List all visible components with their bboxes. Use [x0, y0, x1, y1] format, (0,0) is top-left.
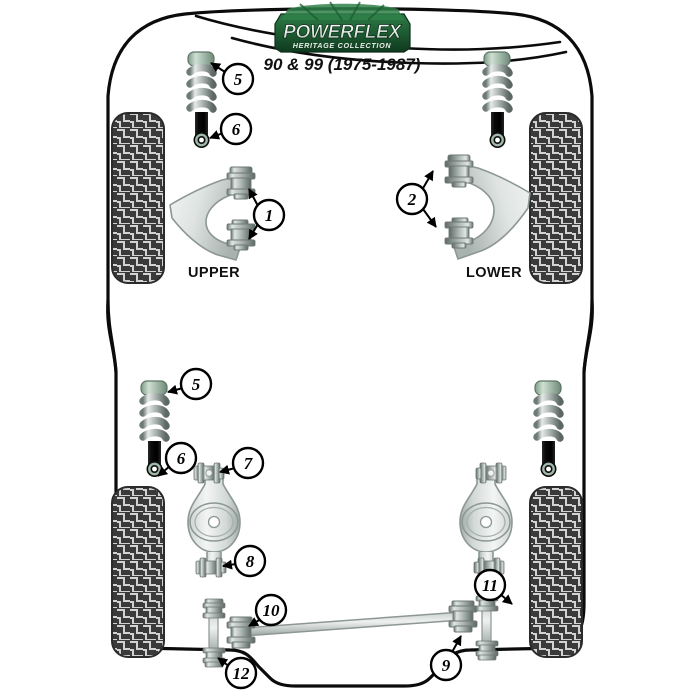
powerflex-logo: POWERFLEX HERITAGE COLLECTION	[274, 1, 411, 53]
callout-7[interactable]: 7	[219, 446, 265, 480]
callout-10[interactable]: 10	[248, 593, 288, 627]
callout-6-rear-label: 6	[177, 449, 186, 468]
drop-link-right-bottom-bushing	[475, 640, 499, 661]
callout-6-front-label: 6	[232, 120, 241, 139]
lower-arm-rear-bushing	[444, 217, 474, 249]
rear-left-trailing-arm	[187, 462, 241, 578]
callout-12[interactable]: 12	[217, 656, 258, 690]
rear-left-tire	[111, 486, 165, 658]
rear-right-trailing-arm	[459, 462, 513, 578]
callout-5-front-label: 5	[234, 70, 243, 89]
callout-2-label: 2	[407, 190, 417, 209]
callout-1-label: 1	[265, 206, 274, 225]
front-left-tire	[111, 112, 165, 284]
logo-main-text: POWERFLEX	[283, 22, 402, 43]
drop-link-left-bottom-bushing	[202, 647, 226, 668]
callout-6-front[interactable]: 6	[209, 112, 253, 146]
callout-11-label: 11	[482, 576, 498, 595]
panhard-right-bushing	[448, 600, 478, 633]
callout-12-label: 12	[233, 664, 251, 683]
drop-link-left-top-bushing	[202, 598, 226, 619]
trailing-arm-bottom-bushing-left	[195, 557, 227, 578]
callout-1[interactable]: 1	[248, 188, 286, 240]
panhard-left-bushing	[226, 616, 256, 649]
front-right-spring-shock	[482, 51, 513, 148]
callout-9-label: 9	[442, 656, 451, 675]
label-upper: UPPER	[188, 265, 240, 281]
callout-10-label: 10	[263, 601, 281, 620]
lower-arm-front-bushing	[444, 154, 474, 188]
callout-11[interactable]: 11	[473, 568, 513, 605]
callout-6-rear[interactable]: 6	[157, 441, 198, 477]
rear-right-spring-shock	[533, 380, 564, 477]
rear-right-tire	[529, 486, 583, 658]
rear-left-spring-shock	[139, 380, 170, 477]
callout-5-rear[interactable]: 5	[167, 367, 213, 401]
callouts: 1 2 5 6	[157, 62, 513, 690]
callout-5-rear-label: 5	[192, 375, 201, 394]
callout-8-label: 8	[246, 552, 255, 571]
callout-2[interactable]: 2	[395, 170, 437, 228]
car-body-outline	[106, 7, 594, 688]
page-title: 90 & 99 (1975-1987)	[264, 55, 421, 74]
logo-sub-text: HERITAGE COLLECTION	[293, 41, 392, 50]
panhard-rod	[226, 600, 478, 649]
callout-8[interactable]: 8	[222, 544, 267, 578]
upper-control-arm	[169, 166, 256, 261]
trailing-arm-top-bushing-left	[193, 462, 225, 484]
trailing-arm-top-bushing-right	[475, 462, 507, 484]
upper-arm-rear-bushing	[226, 219, 256, 251]
front-right-tire	[529, 112, 583, 284]
callout-9[interactable]: 9	[429, 635, 463, 682]
label-lower: LOWER	[466, 265, 522, 281]
callout-7-label: 7	[244, 454, 254, 473]
upper-arm-front-bushing	[226, 166, 256, 200]
lower-control-arm	[444, 154, 531, 260]
callout-5-front[interactable]: 5	[210, 62, 255, 96]
front-left-spring-shock	[186, 51, 217, 148]
